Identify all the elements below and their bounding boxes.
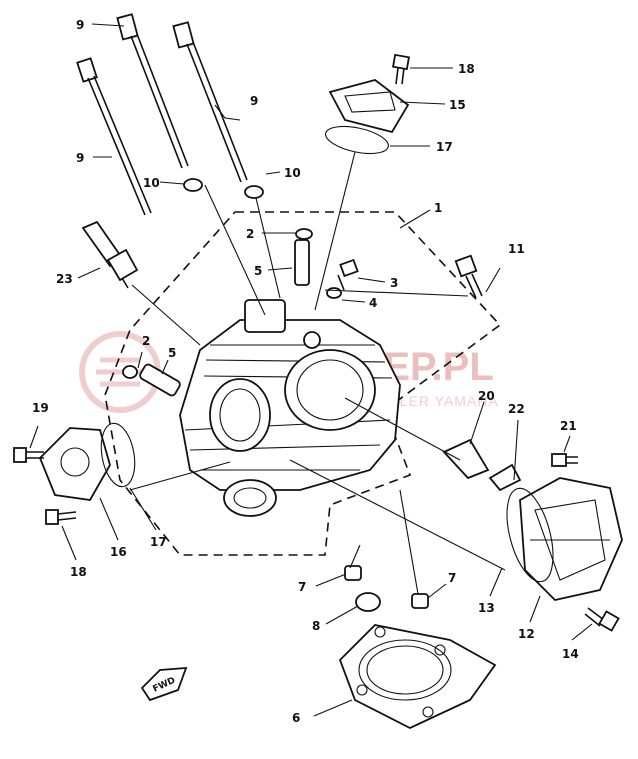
stud-bolts	[76, 13, 248, 216]
washer-4	[326, 287, 342, 299]
callout-2-left: 2	[142, 334, 150, 348]
callout-17-top: 17	[436, 140, 453, 154]
callout-6: 6	[292, 711, 300, 725]
stud-bolt-left	[76, 57, 152, 216]
o-ring-left	[100, 422, 136, 488]
callout-4: 4	[369, 296, 377, 310]
callout-12: 12	[518, 627, 535, 641]
valve-guide-upper	[294, 239, 310, 286]
bolt-19	[13, 447, 44, 463]
callout-14: 14	[562, 647, 579, 661]
spark-plug	[81, 220, 139, 289]
stud-bolt-middle	[116, 13, 189, 169]
callout-1: 1	[434, 201, 442, 215]
bolt-21	[551, 453, 578, 467]
bolt-3	[337, 258, 359, 291]
callout-9-left: 9	[76, 151, 84, 165]
callout-8: 8	[312, 619, 320, 633]
callout-19: 19	[32, 401, 49, 415]
callout-15: 15	[449, 98, 466, 112]
callout-21: 21	[560, 419, 577, 433]
callout-2-top: 2	[246, 227, 254, 241]
valve-seal-lower	[122, 365, 138, 379]
callout-10-right: 10	[284, 166, 301, 180]
leader-lines	[29, 23, 593, 717]
washer-8	[355, 592, 381, 612]
callout-11: 11	[508, 242, 525, 256]
callout-5-left: 5	[168, 346, 176, 360]
callout-3: 3	[390, 276, 398, 290]
valve-seal-upper	[295, 228, 313, 240]
dowel-pin-left	[344, 565, 362, 581]
callout-7-left: 7	[298, 580, 306, 594]
callout-18-left: 18	[70, 565, 87, 579]
washer-left	[183, 178, 203, 192]
assembly-boundary	[104, 211, 502, 556]
callout-7-right: 7	[448, 571, 456, 585]
dowel-pin-right	[411, 593, 429, 609]
callout-17-left: 17	[150, 535, 167, 549]
cylinder-head	[179, 299, 401, 517]
callout-22: 22	[508, 402, 525, 416]
bolt-14	[584, 607, 620, 632]
callout-9-top: 9	[76, 18, 84, 32]
valve-guide-lower	[139, 363, 181, 397]
forward-arrow-icon: FWD	[140, 666, 188, 702]
gasket-13	[506, 487, 554, 583]
callout-18-top: 18	[458, 62, 475, 76]
callout-16: 16	[110, 545, 127, 559]
callout-23: 23	[56, 272, 73, 286]
callout-20: 20	[478, 389, 495, 403]
o-ring-top	[325, 125, 389, 155]
side-cover-right	[519, 477, 623, 601]
watermark-sub: DEALER YAMAHA	[368, 393, 499, 409]
callout-9-right: 9	[250, 94, 258, 108]
bracket-20	[442, 438, 522, 492]
bolt-18-left	[45, 509, 77, 525]
tappet-cover-top	[328, 79, 410, 134]
tappet-cover-left	[38, 427, 111, 501]
cylinder-head-gasket	[338, 624, 497, 730]
washer-right	[244, 185, 264, 199]
stud-bolt-right	[172, 21, 248, 183]
callout-5-top: 5	[254, 264, 262, 278]
bolt-11	[454, 254, 483, 299]
callout-labels: 9 9 9 10 10 18 15 17 1 2 5 3 4 11 23 2 5…	[32, 18, 579, 725]
cover-bolt-top	[392, 53, 410, 85]
callout-13: 13	[478, 601, 495, 615]
callout-10-left: 10	[143, 176, 160, 190]
